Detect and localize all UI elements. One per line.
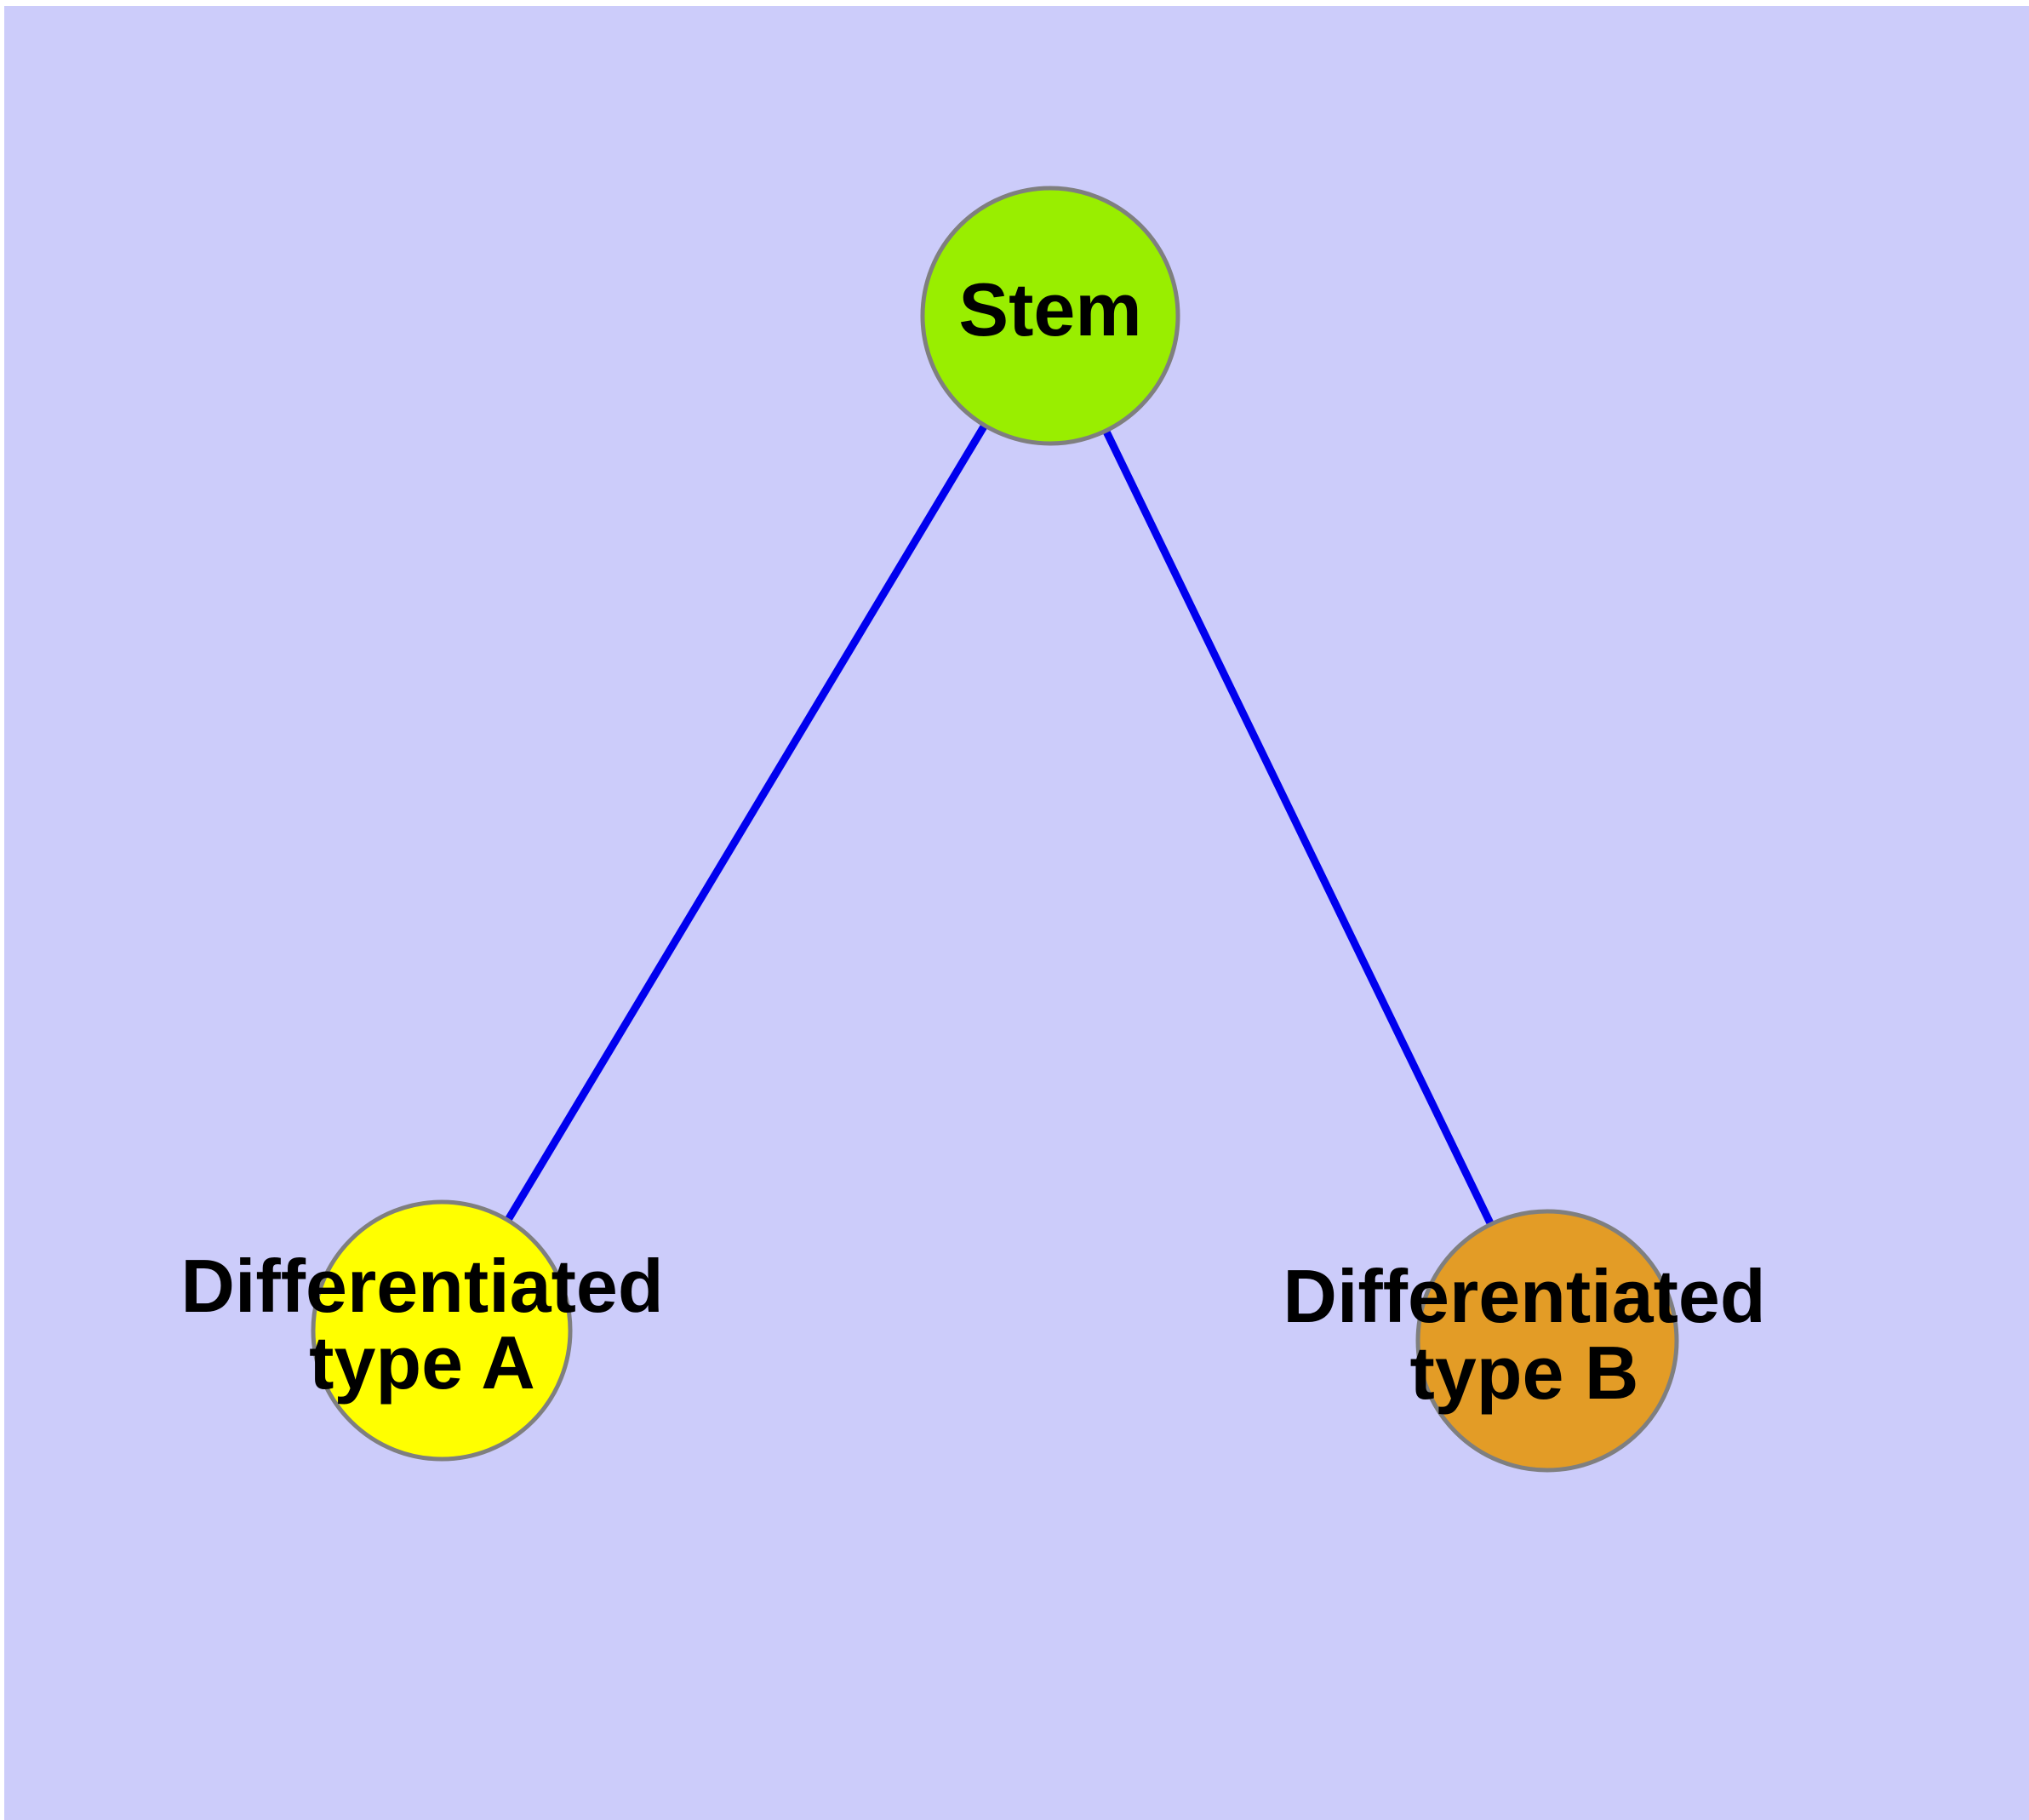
node-label-line: Differentiated <box>1283 1254 1765 1338</box>
edge-stem-to-diff-a[interactable] <box>503 421 989 1224</box>
node-label-line: Differentiated <box>180 1244 663 1328</box>
node-label-line: type B <box>1410 1331 1639 1415</box>
node-label-line: Stem <box>958 267 1141 352</box>
nodes-layer <box>311 186 1679 1473</box>
node-diff_b[interactable] <box>1415 1209 1679 1473</box>
node-stem[interactable] <box>920 186 1180 446</box>
node-label-stem: Stem <box>958 267 1141 352</box>
node-label-line: type A <box>309 1320 535 1405</box>
edges-layer <box>503 421 1495 1228</box>
edge-stem-to-diff-b[interactable] <box>1101 427 1495 1228</box>
node-diff_a[interactable] <box>311 1199 573 1462</box>
